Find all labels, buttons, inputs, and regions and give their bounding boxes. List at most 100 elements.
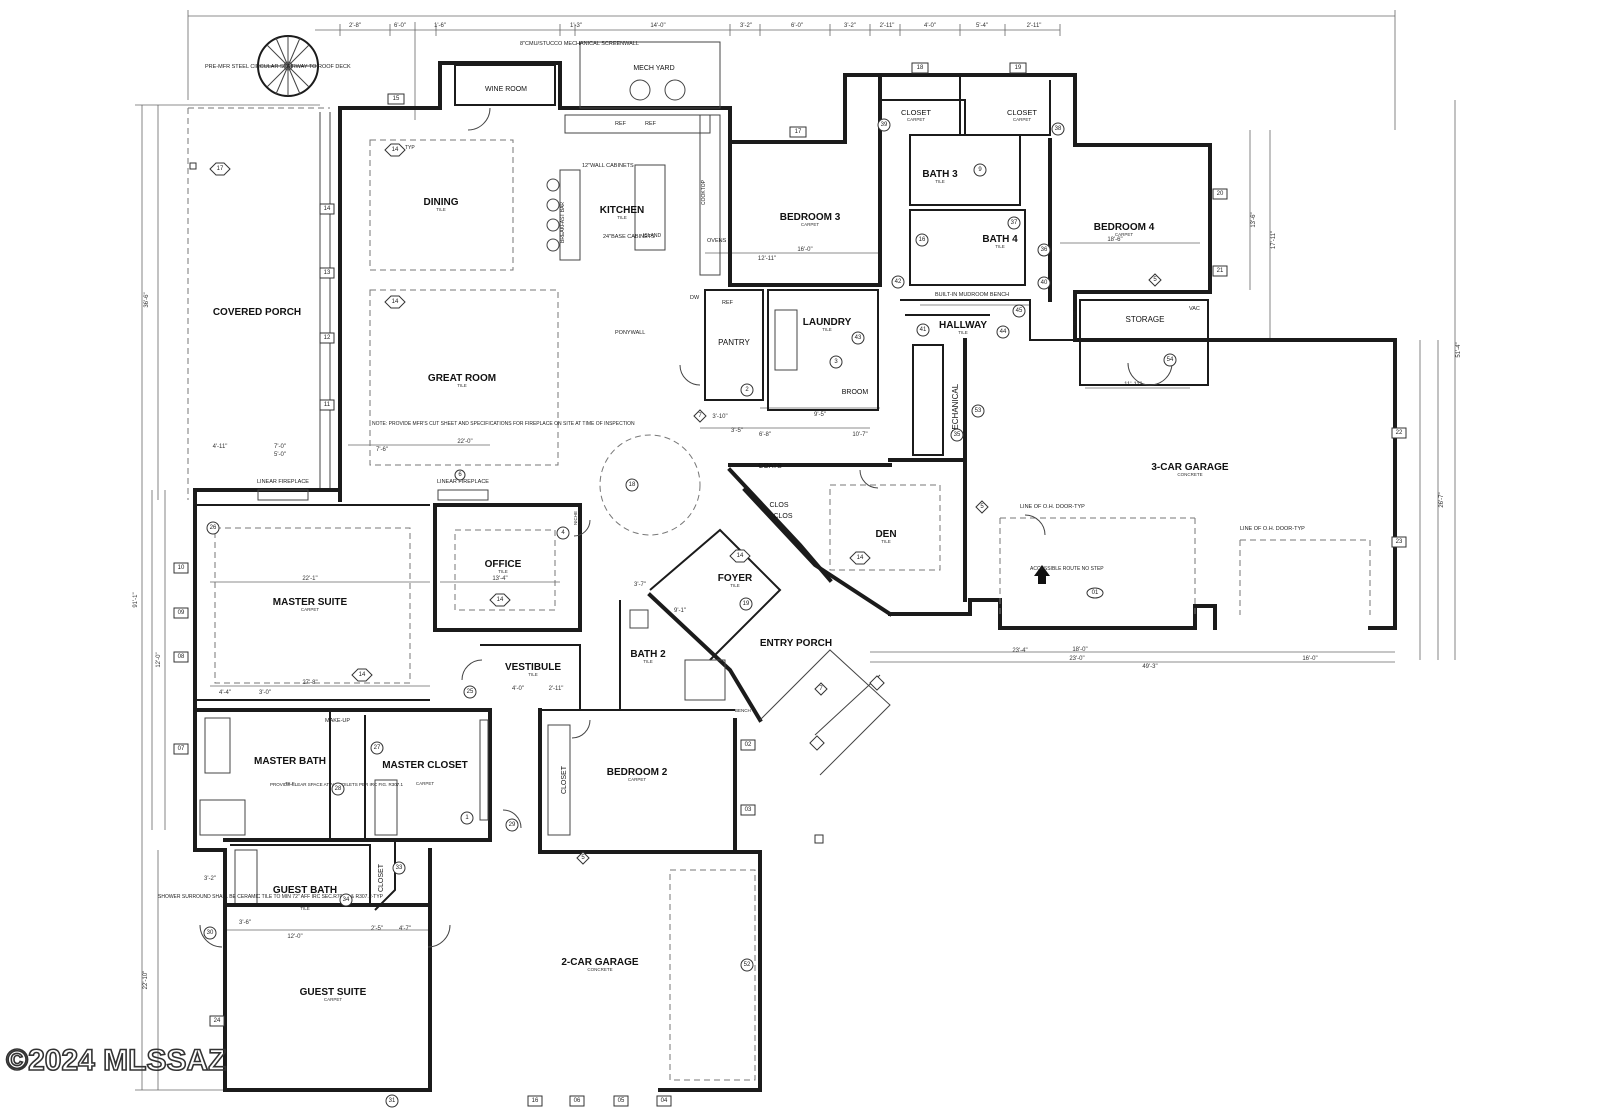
callout-tag: 16: [915, 233, 929, 247]
dim-label: 2'-11": [880, 23, 895, 29]
window-tag: 12: [319, 332, 335, 344]
svg-text:5: 5: [581, 855, 585, 861]
dim-label: 5'-0": [274, 452, 286, 458]
svg-text:21: 21: [1217, 268, 1224, 274]
room-bedroom-3-floor: CARPET: [801, 222, 820, 227]
note-shower-surround: SHOWER SURROUND SHALL BE CERAMIC TILE TO…: [158, 894, 384, 900]
dim-label: 49'-3": [1142, 664, 1157, 670]
callout-tag: 44: [996, 325, 1010, 339]
dim-label: 16'-0": [1302, 656, 1317, 662]
dim-label: 26'-7": [1439, 492, 1445, 507]
window-tag: 04: [656, 1095, 672, 1107]
svg-text:17: 17: [217, 166, 224, 172]
note-mudroom-bench: BUILT-IN MUDROOM BENCH: [935, 292, 1009, 298]
note-niche-hall: NICHE: [1072, 311, 1077, 325]
callout-tag: 45: [1012, 304, 1026, 318]
window-tag: 03: [740, 804, 756, 816]
callout-tag: 18: [625, 478, 639, 492]
dim-label: 6'-0": [791, 23, 803, 29]
dim-label: 3'-10": [712, 414, 727, 420]
window-tag: 20: [1212, 188, 1228, 200]
note-ovens: OVENS: [707, 238, 727, 244]
dim-label: 7'-6": [376, 447, 388, 453]
room-clos-1: CLOS: [769, 502, 788, 509]
note-dw: DW: [690, 295, 700, 301]
svg-text:14: 14: [737, 553, 744, 559]
interior-walls: [193, 41, 1371, 1081]
room-master-bath: MASTER BATH: [254, 756, 326, 767]
svg-text:40: 40: [1041, 280, 1048, 286]
right-dimension-lines: [1249, 100, 1456, 660]
svg-text:14: 14: [392, 147, 399, 153]
window-tag: 13: [319, 267, 335, 279]
dim-label: 23'-4": [1012, 648, 1027, 654]
svg-text:34: 34: [343, 897, 350, 903]
dim-label: 18'-6": [1107, 237, 1122, 243]
note-accessible-route: ACCESSIBLE ROUTE NO STEP: [1030, 566, 1104, 572]
room-bedroom-3: BEDROOM 3: [780, 212, 841, 223]
callout-tag: 7: [814, 682, 828, 696]
dim-label: 2'-5": [371, 926, 383, 932]
window-tag: 10: [173, 562, 189, 574]
dim-label: 3'-5": [731, 428, 743, 434]
right-dimension-labels: 51'-4" 26'-7" 17'-11" 13'-6": [1251, 212, 1462, 507]
svg-text:27: 27: [374, 745, 381, 751]
svg-text:14: 14: [857, 555, 864, 561]
window-tag: 15: [387, 93, 405, 105]
dim-label: 91'-1": [133, 592, 139, 607]
callout-tag: 34: [339, 893, 353, 907]
note-ref-pantry: REF: [722, 300, 734, 306]
note-linear-fireplace-office: LINEAR FIREPLACE: [437, 479, 489, 485]
detail-tag: 17: [209, 162, 231, 176]
window-tag: 08: [173, 651, 189, 663]
room-clos-2: CLOS: [773, 513, 792, 520]
circular-stair: [257, 35, 319, 97]
dim-label: 2'-8": [349, 23, 361, 29]
room-bath-2-floor: TILE: [643, 659, 653, 664]
note-bench: BENCH: [735, 708, 751, 713]
exterior-walls: [193, 61, 1397, 1092]
svg-text:52: 52: [744, 962, 751, 968]
callout-tag: 9: [973, 163, 987, 177]
callout-tag: 33: [392, 861, 406, 875]
callout-tag: 26: [206, 521, 220, 535]
dim-label: 22'-1": [302, 576, 317, 582]
svg-text:5: 5: [980, 504, 984, 510]
accessible-route-arrow: [1034, 565, 1050, 584]
dim-label: 18'-0": [1072, 647, 1087, 653]
callout-tag: 29: [505, 818, 519, 832]
left-dimension-labels: 36'-6" 91'-1" 22'-10" 12'-0": [133, 292, 162, 989]
room-master-suite-floor: CARPET: [301, 607, 320, 612]
svg-text:54: 54: [1167, 357, 1174, 363]
dim-label: 9'-5": [814, 412, 826, 418]
room-office-floor: TILE: [498, 569, 508, 574]
svg-text:1: 1: [465, 815, 469, 821]
svg-text:35: 35: [954, 432, 961, 438]
room-bath-4-floor: TILE: [995, 244, 1005, 249]
note-base-cabinets: 24"BASE CABINETS: [603, 234, 655, 240]
svg-text:44: 44: [1000, 329, 1007, 335]
svg-text:7: 7: [698, 413, 702, 419]
svg-text:24: 24: [214, 1018, 221, 1024]
window-tag: 07: [173, 743, 189, 755]
callout-tag: 4: [556, 526, 570, 540]
svg-text:22: 22: [1396, 430, 1403, 436]
detail-tag: 14: [729, 549, 751, 563]
detail-tag: 14: [351, 668, 373, 682]
svg-text:25: 25: [467, 689, 474, 695]
callout-tag: 40: [1037, 276, 1051, 290]
dim-label: 23'-0": [1069, 656, 1084, 662]
svg-text:53: 53: [975, 408, 982, 414]
svg-text:16: 16: [919, 237, 926, 243]
dim-label: 13'-4": [492, 576, 507, 582]
callout-tag: 37: [1007, 216, 1021, 230]
room-2-car-garage-floor: CONCRETE: [587, 967, 612, 972]
note-niche-office: NICHE: [573, 511, 578, 525]
dim-label: 3'-6": [239, 920, 251, 926]
room-closet-floor: CARPET: [907, 117, 926, 122]
dim-label: 1'-6": [434, 23, 446, 29]
room-labels: DINING TILE KITCHEN TILE GREAT ROOM TILE…: [213, 65, 1229, 1002]
dim-label: 4'-0": [924, 23, 936, 29]
room-den-floor: TILE: [881, 539, 891, 544]
